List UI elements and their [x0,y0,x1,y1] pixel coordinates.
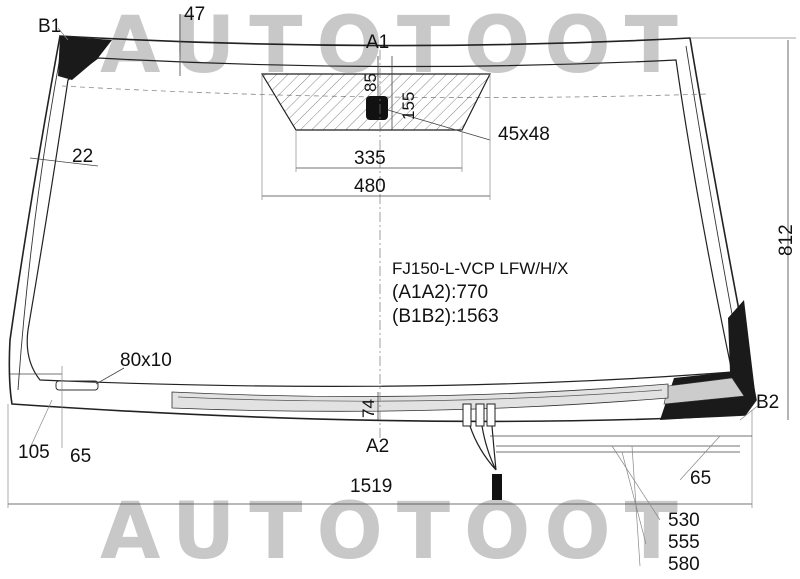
connector-1 [462,403,472,427]
b2-leader [739,403,761,421]
cable [469,425,497,471]
connector-2 [475,403,485,427]
dim-85-label: 85 [361,73,380,92]
dim-580-label: 580 [668,554,700,575]
dim-530-label: 530 [668,510,700,531]
visible-area-outline [26,57,733,387]
dim-812-label: 812 [776,224,797,256]
point-a2-label: A2 [366,436,389,457]
inner-line [17,45,63,391]
dim-22-label: 22 [72,146,93,167]
dim-555-label: 555 [668,532,700,553]
dim-555-leader [621,451,647,545]
point-a1-label: A1 [366,32,389,53]
dim-105-leader [29,399,53,449]
b1b2-distance: (B1B2):1563 [392,306,499,327]
dim-65-right-leader [679,435,721,481]
dim-530-leader [611,445,661,521]
dim-65-right-label: 65 [690,468,711,489]
shade-band-line [61,85,709,98]
dim-22-line [29,157,99,167]
point-b2-label: B2 [756,392,779,413]
model-code: FJ150-L-VCP LFW/H/X [392,259,568,278]
dim-580-leader [631,445,641,567]
watermark-bottom: AUTOTOOT [100,487,692,577]
heated-zone-strip [171,383,669,412]
dim-45x48-label: 45x48 [498,124,550,145]
b1-leader [57,27,69,41]
dim-480-label: 480 [354,176,386,197]
dim-1519-label: 1519 [350,476,392,497]
dim-80x10-leader [95,367,125,385]
glass-outline [8,35,757,423]
point-b1-label: B1 [38,16,61,37]
connector-3 [486,403,496,427]
dim-65-left-label: 65 [70,446,91,467]
heated-zone-inner [177,389,663,402]
dim-80x10-label: 80x10 [120,350,172,371]
dim-74-label: 74 [359,399,378,418]
sensor-block [366,96,388,120]
dim-155-label: 155 [399,92,418,120]
dim-105-label: 105 [18,442,50,463]
a1a2-distance: (A1A2):770 [392,282,488,303]
ceramic-corner-top-left [58,36,112,80]
marking-rectangle [55,380,99,391]
cable-plug [492,474,502,500]
dim-45x48-leader [387,109,491,141]
dim-335-label: 335 [354,148,386,169]
dim-47-label: 47 [184,4,205,25]
